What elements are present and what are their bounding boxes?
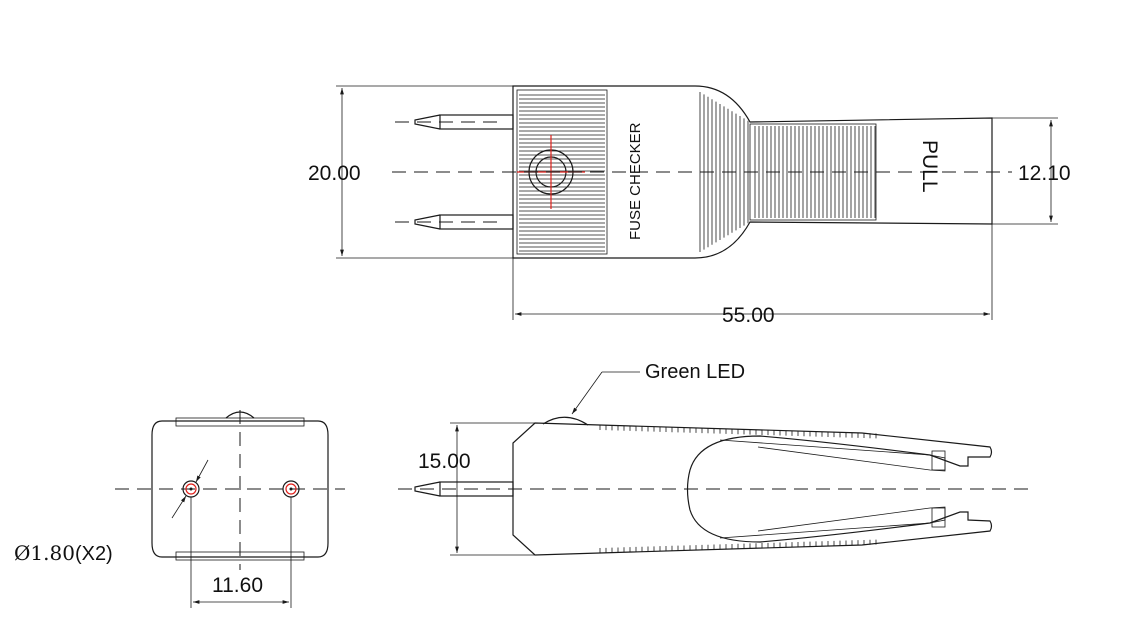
lower-tine xyxy=(719,506,946,539)
upper-tine xyxy=(719,439,946,472)
end-view: Ø1.80(X2) 11.60 xyxy=(14,410,345,608)
dim-width-20: 20.00 xyxy=(308,85,513,259)
top-view: FUSE CHECKER PULL 20.00 12.10 55.00 xyxy=(308,85,1071,327)
upper-tine-tip xyxy=(931,450,946,471)
dim-pin-spacing-text: 11.60 xyxy=(212,574,263,597)
fuse-checker-label: FUSE CHECKER xyxy=(627,122,644,240)
dim-height-15: 15.00 xyxy=(418,422,535,556)
dim-width-text: 20.00 xyxy=(308,162,361,185)
hole-leader-lower xyxy=(171,495,187,519)
led-callout: Green LED xyxy=(571,361,745,415)
side-led-bump xyxy=(542,416,589,426)
probe-pin-lower xyxy=(395,214,514,230)
end-view-body xyxy=(151,420,329,558)
pull-label: PULL xyxy=(918,140,941,193)
dim-length-text: 55.00 xyxy=(722,304,775,327)
dim-handle-width-text: 12.10 xyxy=(1018,162,1071,185)
hole-leader-upper xyxy=(195,459,209,483)
grip-left-ribs xyxy=(519,94,605,252)
dim-handle-width: 12.10 xyxy=(992,117,1071,225)
lower-tine-tip xyxy=(931,507,946,528)
probe-pin-upper xyxy=(395,114,514,130)
dim-length-55: 55.00 xyxy=(512,224,993,327)
led-callout-text: Green LED xyxy=(645,361,745,383)
dim-pin-spacing: 11.60 xyxy=(190,497,292,608)
side-grip-ribs-top xyxy=(599,424,877,439)
dim-height-text: 15.00 xyxy=(418,450,471,473)
side-view: Green LED 15.00 xyxy=(398,361,1035,556)
hole-diameter-label: Ø1.80(X2) xyxy=(14,541,113,565)
side-grip-ribs-bottom xyxy=(599,539,877,554)
